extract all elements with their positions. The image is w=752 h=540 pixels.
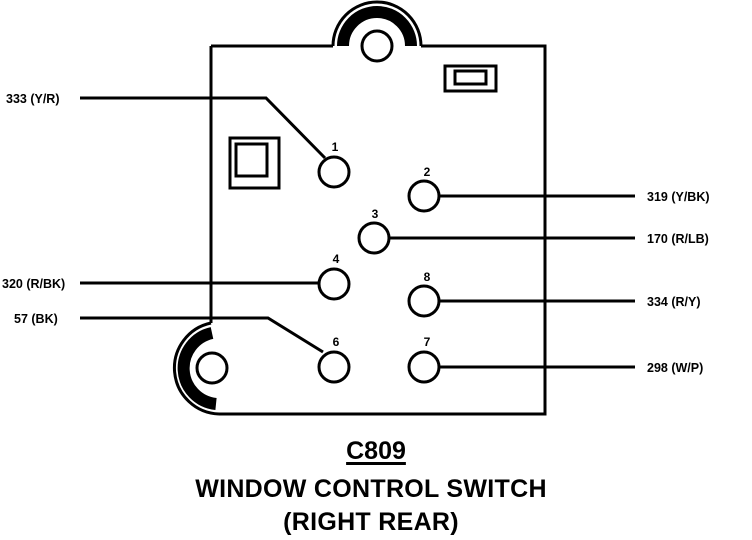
- connector-title: WINDOW CONTROL SWITCH: [195, 475, 547, 503]
- pin-3-socket: [357, 221, 391, 255]
- top-mounting-ear-icon: [331, 0, 423, 63]
- pin-6-number: 6: [333, 335, 340, 349]
- pin-8-socket: [407, 284, 441, 318]
- wire-label-320: 320 (R/BK): [2, 277, 65, 291]
- pin-1-socket: [317, 155, 351, 189]
- wire-57: [80, 316, 324, 354]
- wire-label-334: 334 (R/Y): [647, 295, 701, 309]
- wire-label-333: 333 (Y/R): [6, 92, 60, 106]
- bottom-mounting-ear-icon: [172, 321, 229, 416]
- latch-slot-icon: [443, 64, 498, 93]
- connector-subtitle: (RIGHT REAR): [283, 508, 459, 536]
- wire-label-57: 57 (BK): [14, 312, 58, 326]
- connector-id: C809: [346, 437, 406, 465]
- pin-8-number: 8: [424, 270, 431, 284]
- pin-7-socket: [407, 350, 441, 384]
- wire-333: [80, 96, 327, 160]
- wire-label-170: 170 (R/LB): [647, 232, 709, 246]
- pin-2-number: 2: [424, 165, 431, 179]
- pin-6-socket: [317, 350, 351, 384]
- pin-3-number: 3: [372, 207, 379, 221]
- pin-7-number: 7: [424, 335, 431, 349]
- pin-1-number: 1: [332, 140, 339, 154]
- wire-label-298: 298 (W/P): [647, 361, 703, 375]
- pin-2-socket: [407, 179, 441, 213]
- pin-4-socket: [317, 267, 351, 301]
- key-boss-icon: [228, 136, 281, 190]
- connector-body: [209, 44, 547, 416]
- pin-4-number: 4: [333, 252, 340, 266]
- wire-label-319: 319 (Y/BK): [647, 190, 710, 204]
